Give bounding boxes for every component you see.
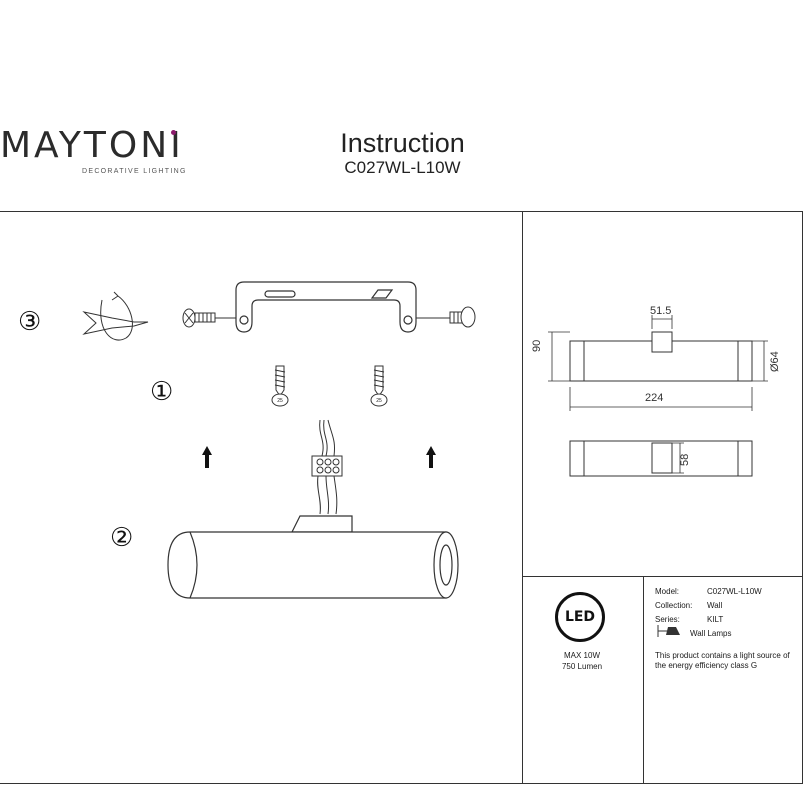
spec-collection-value: Wall [707,601,723,610]
up-arrow-left-icon [202,446,212,468]
dim-height: 90 [531,339,543,352]
power-wires [317,419,338,515]
wall-lamp-body [167,515,459,599]
screw-label-left: 25 [277,398,283,404]
brand-logo: MAYTONI DECORATIVE LIGHTING [0,125,185,176]
brand-name: MAYTONI [0,125,184,166]
frame-divider-vertical [522,211,523,784]
up-arrow-right-icon [426,446,436,468]
brand-tagline: DECORATIVE LIGHTING [82,168,187,175]
front-view-dimension-lines [548,315,768,411]
energy-class-note: This product contains a light source of … [655,651,790,670]
terminal-block [311,455,343,477]
led-lumen: 750 Lumen [561,662,603,671]
wall-lamp-type-icon [657,625,680,637]
assembly-drawing [82,281,476,599]
step-three-number: ③ [18,307,42,337]
spec-collection: Collection: Wall [655,600,722,612]
dim-base-height: 58 [679,453,691,466]
left-machine-screw [182,308,236,328]
dimension-drawings [548,315,768,477]
dim-top-width: 51.5 [650,305,672,317]
brand-accent-dot [171,130,176,135]
spec-collection-label: Collection: [655,601,693,610]
wall-screw-left [271,365,289,407]
dim-length: 224 [645,392,664,404]
bottom-view [569,440,753,477]
step-two-number: ② [110,523,134,553]
spec-series: Series: KILT [655,614,723,626]
mounting-bracket [235,281,417,333]
drawing-frame [0,211,803,784]
led-badge-icon: LED [555,592,605,642]
spec-model-label: Model: [655,587,680,596]
spec-model-value: C027WL-L10W [707,587,762,596]
right-machine-screw [416,306,476,328]
spec-model: Model: C027WL-L10W [655,586,762,598]
spec-series-value: KILT [707,615,724,624]
led-max-power: MAX 10W [563,651,600,660]
rotate-arrow-icon [82,291,149,341]
front-view [569,331,753,382]
dim-diameter: Ø64 [769,351,781,372]
document-title: Instruction [340,128,465,158]
frame-divider-info [522,576,803,577]
bottom-view-dimension-lines [672,442,684,474]
screw-label-right: 25 [376,398,382,404]
spec-series-label: Series: [655,615,680,624]
spec-type-value: Wall Lamps [690,629,732,638]
step-one-number: ① [150,377,174,407]
led-badge-text: LED [564,609,596,625]
wall-screw-right [370,365,388,407]
model-code: C027WL-L10W [344,158,461,177]
frame-divider-info-vertical [643,576,644,784]
